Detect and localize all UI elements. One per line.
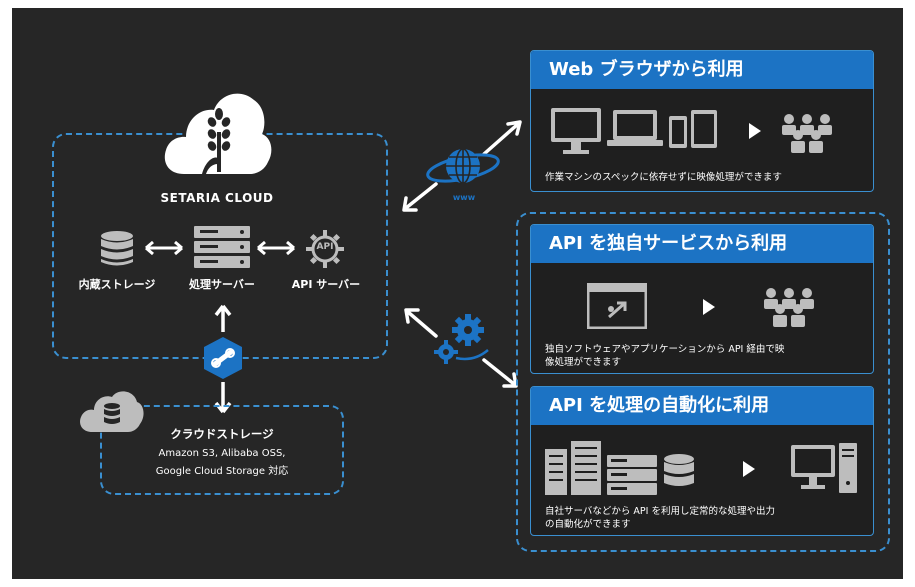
setaria-cloud-logo-icon — [164, 93, 272, 174]
api-usage-region — [516, 212, 890, 552]
diagram-canvas: SETARIA CLOUD 内蔵ストレージ 処理サーバー — [12, 8, 903, 579]
api-automation-panel-title: API を処理の自動化に利用 — [531, 387, 873, 425]
api-own-service-panel: API を独自サービスから利用 独自ソフトウェアやアプリケーションから API … — [530, 224, 874, 374]
processing-server-icon — [194, 226, 250, 268]
globe-www-icon — [426, 148, 500, 184]
gears-icon — [434, 314, 489, 364]
storage-database-icon — [101, 231, 133, 266]
diagonal-arrow-down-right-icon — [482, 358, 518, 388]
storage-label: 内蔵ストレージ — [78, 278, 156, 291]
api-automation-panel-desc-line2: の自動化ができます — [545, 519, 631, 530]
api-gear-icon: API — [302, 226, 348, 272]
api-server-label: API サーバー — [291, 278, 361, 291]
users-group-icon — [764, 288, 814, 327]
globe-caption: www — [452, 193, 476, 202]
cloud-storage-region — [100, 405, 344, 495]
cloud-storage-title: クラウドストレージ — [170, 427, 274, 441]
cloud-storage-icon — [80, 391, 144, 432]
connector-hex-icon — [204, 337, 242, 379]
double-arrow-icon — [257, 240, 295, 256]
application-window-icon — [587, 283, 647, 329]
api-own-service-panel-desc-line2: 像処理ができます — [545, 357, 622, 368]
diagonal-arrow-down-left-icon — [402, 182, 438, 212]
api-own-service-panel-title: API を独自サービスから利用 — [531, 225, 873, 263]
desktop-computer-icon — [791, 443, 857, 493]
web-browser-panel-desc: 作業マシンのスペックに依存せずに映像処理ができます — [545, 172, 782, 183]
api-automation-panel-desc-line1: 自社サーバなどから API を利用し定常的な処理や出力 — [545, 506, 775, 517]
users-group-icon — [782, 114, 832, 153]
diagonal-arrow-up-left-icon — [404, 308, 438, 338]
web-browser-panel-title: Web ブラウザから利用 — [531, 51, 873, 89]
cloud-storage-providers-line1: Amazon S3, Alibaba OSS, — [158, 448, 286, 459]
double-arrow-icon — [145, 240, 183, 256]
up-arrow-icon — [214, 304, 232, 332]
diagonal-arrow-up-right-icon — [482, 120, 522, 156]
setaria-cloud-title: SETARIA CLOUD — [160, 191, 274, 205]
devices-icon — [551, 108, 717, 154]
play-arrow-icon — [743, 461, 755, 477]
api-automation-panel: API を処理の自動化に利用 — [530, 386, 874, 536]
cloud-storage-providers-line2: Google Cloud Storage 対応 — [155, 466, 289, 477]
api-badge-text: API — [316, 242, 334, 252]
web-browser-panel: Web ブラウザから利用 — [530, 50, 874, 192]
play-arrow-icon — [749, 123, 761, 139]
processing-server-label: 処理サーバー — [189, 278, 255, 291]
server-racks-icon — [545, 441, 694, 495]
api-own-service-panel-desc-line1: 独自ソフトウェアやアプリケーションから API 経由で映 — [545, 344, 785, 355]
play-arrow-icon — [703, 299, 715, 315]
